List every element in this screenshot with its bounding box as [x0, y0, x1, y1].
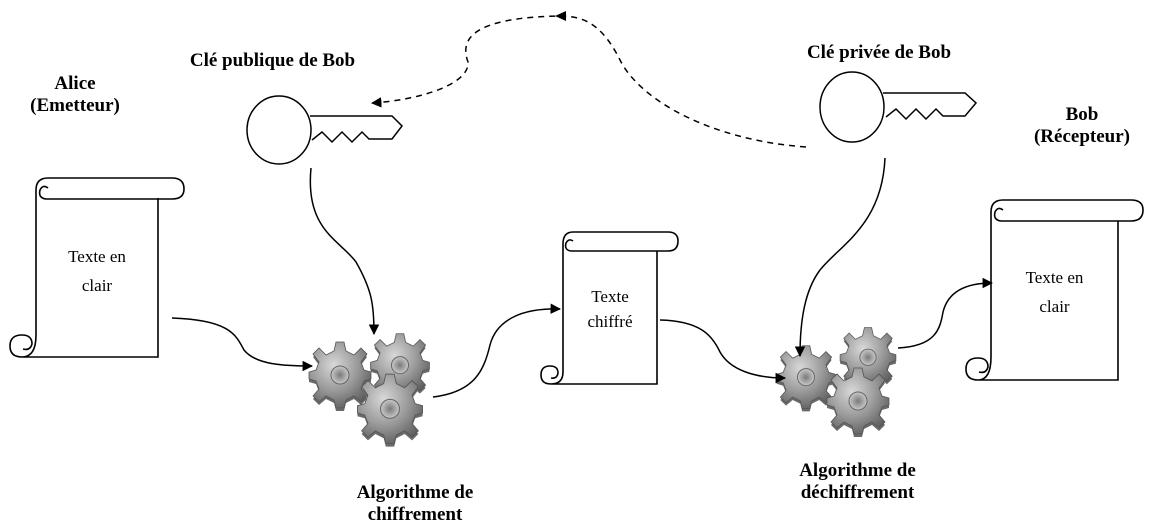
plaintext-left-text: Texte en clair	[68, 247, 126, 295]
ciphertext-to-decryption-arrow	[659, 319, 787, 384]
plaintext-scroll-left	[9, 177, 185, 358]
private-key-to-decryption-arrow	[794, 157, 886, 358]
sender-name: Alice	[54, 73, 96, 94]
plaintext-to-encryption-arrow	[171, 317, 314, 372]
sender-role: (Emetteur)	[30, 94, 120, 116]
private-key-label: Clé privée de Bob	[806, 42, 952, 63]
receiver-label: Bob (Récepteur)	[1012, 104, 1152, 148]
receiver-role: (Récepteur)	[1033, 125, 1130, 147]
decryption-algorithm-label: Algorithme de déchiffrement	[799, 460, 916, 503]
key-transfer-dashed-arrow	[370, 15, 807, 148]
decryption-gears-icon	[776, 327, 897, 438]
public-key-to-encryption-arrow	[309, 167, 380, 336]
dashed-arrow-head-top	[555, 11, 566, 21]
public-key-icon	[246, 95, 403, 165]
plaintext-scroll-right	[965, 199, 1144, 381]
private-key-icon	[819, 71, 978, 143]
ciphertext-text: Texte chiffré	[587, 287, 633, 331]
encryption-gears-icon	[308, 333, 430, 448]
receiver-name: Bob	[1065, 104, 1099, 125]
encryption-to-ciphertext-arrow	[432, 303, 562, 398]
plaintext-right-text: Texte en clair	[1025, 268, 1084, 316]
ciphertext-scroll	[540, 231, 679, 385]
sender-label: Alice (Emetteur)	[10, 73, 140, 117]
decryption-to-plaintext-arrow	[897, 277, 994, 349]
encryption-algorithm-label: Algorithme de chiffrement	[356, 482, 474, 525]
public-key-label: Clé publique de Bob	[189, 50, 356, 71]
